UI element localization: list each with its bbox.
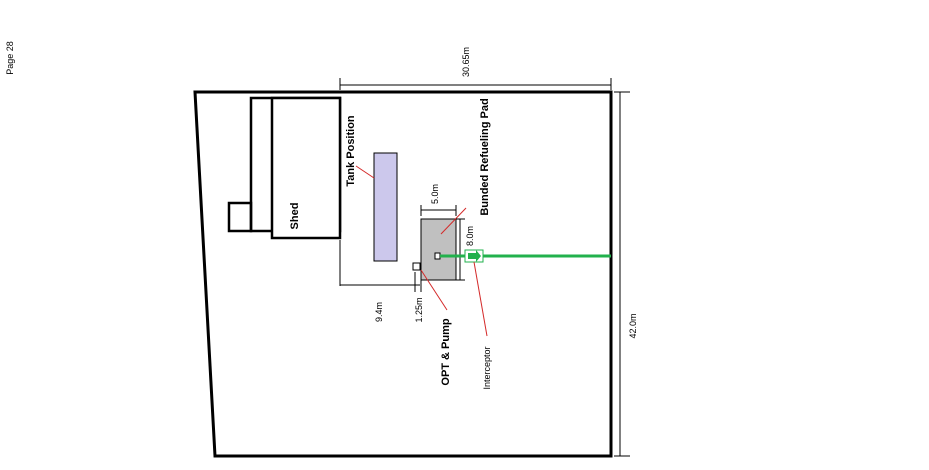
refueling-pad [420,218,457,281]
drain-line: Interceptor [440,249,611,390]
top-dimension: 30.65m [339,47,612,90]
tank-offset-dimension: 9.4m [339,240,420,322]
pad-width-dimension: 5.0m [420,184,457,216]
pad-length-dimension: 8.0m [456,218,475,281]
opt-pump: OPT & Pump [412,252,452,386]
tank-position-label: Tank Position [345,115,357,187]
shed-label: Shed [289,203,301,230]
shed: Shed [227,96,342,240]
dimension-height-label: 42.0m [628,313,638,338]
pad-drain-box [434,252,441,260]
right-dimension: 42.0m [614,91,638,457]
pad-width-label: 5.0m [430,184,440,204]
interceptor-label: Interceptor [482,346,492,389]
bunded-refueling-pad: Bunded Refueling Pad [420,98,491,281]
pad-length-label: 8.0m [465,226,475,246]
tank-position: Tank Position [345,115,398,262]
pump-offset-label: 1.25m [414,297,424,322]
page-label: Page 28 [5,41,15,75]
bunded-refueling-pad-label: Bunded Refueling Pad [479,98,491,215]
flow-arrow-icon [468,250,481,262]
opt-pump-label: OPT & Pump [440,318,452,386]
tank [373,152,398,262]
opt-pump-box [412,262,421,271]
dimension-width-label: 30.65m [461,47,471,77]
shed-building [270,96,342,240]
opt-pump-leader [420,269,448,311]
shed-annex [227,201,253,233]
pad-leader [440,207,467,235]
site-boundary [193,90,613,458]
tank-offset-label: 9.4m [374,302,384,322]
tank-leader [355,165,375,179]
interceptor-leader [473,261,488,337]
